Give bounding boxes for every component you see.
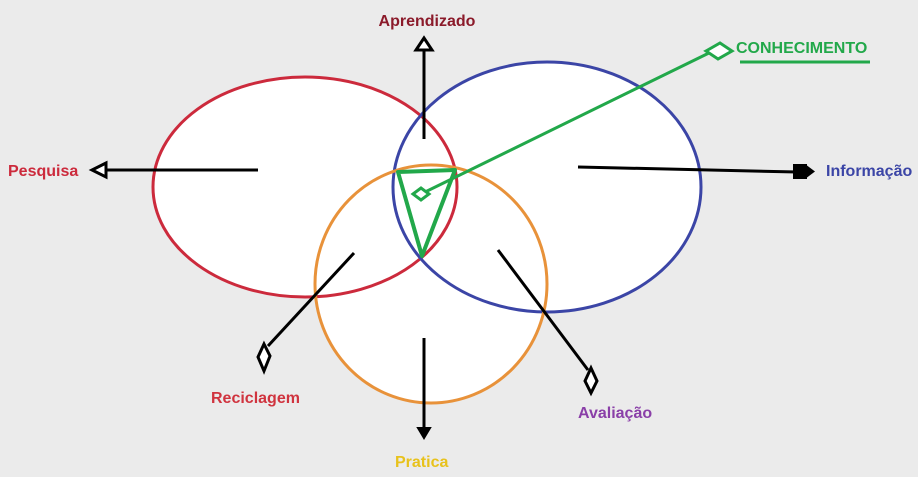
pratica-arrowhead [416,427,432,440]
aprendizado-label: Aprendizado [379,13,476,30]
conhecimento-triangle [396,168,457,258]
informacao-arrowhead [793,164,807,179]
aprendizado-arrowhead [413,35,435,52]
avaliacao-label: Avaliação [578,405,652,422]
reciclagem-arrow-line [266,251,356,348]
pesquisa-circle [151,75,459,299]
pratica-label: Pratica [395,454,448,471]
pesquisa-arrowhead [88,160,108,180]
conhecimento-line-start-diamond [410,186,432,202]
pratica-circle-fill [315,165,547,403]
avaliacao-arrowhead [583,364,599,397]
informacao-label: Informação [826,163,912,180]
pesquisa-label: Pesquisa [8,163,78,180]
pratica-circle [313,163,549,405]
reciclagem-arrowhead [256,340,272,375]
informacao-circle [391,60,703,314]
informacao-arrow-tip [805,164,815,179]
conhecimento-line [420,50,712,196]
conhecimento-diamond [703,41,735,61]
reciclagem-label: Reciclagem [211,390,300,407]
informacao-arrow-line [577,165,798,174]
avaliacao-arrow-line [496,249,590,371]
conhecimento-label: CONHECIMENTO [736,40,867,57]
